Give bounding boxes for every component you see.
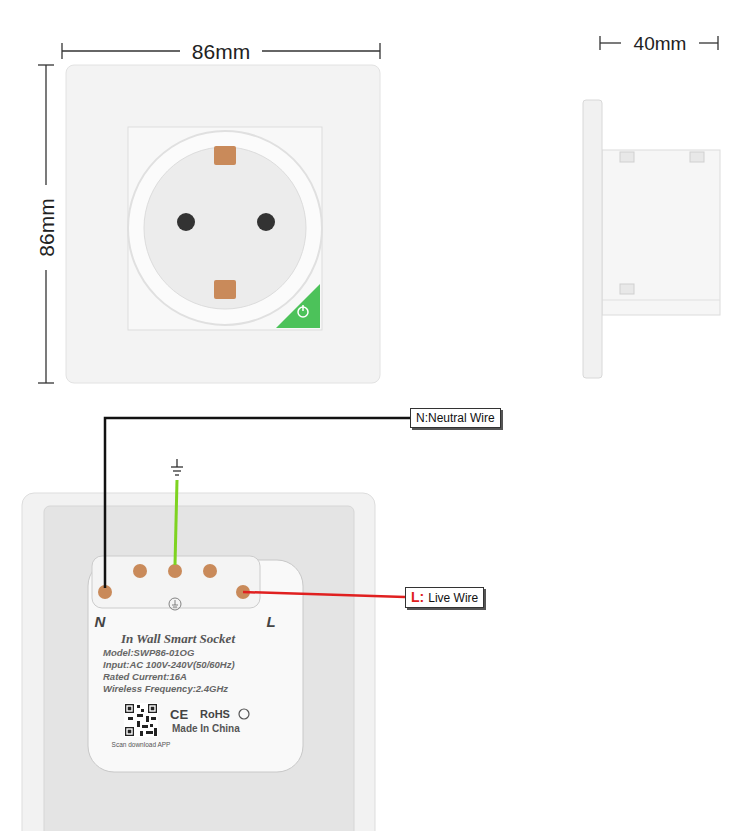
spec-line: Rated Current:16A	[103, 672, 187, 682]
spec-line: Wireless Frequency:2.4GHz	[103, 684, 228, 694]
origin-note: Made In China	[172, 724, 240, 734]
wire-callout: N:Neutral Wire	[410, 408, 501, 428]
wire-callout: L: Live Wire	[405, 587, 484, 608]
spec-line: Input:AC 100V-240V(50/60Hz)	[103, 660, 235, 670]
callout-text: Live Wire	[428, 591, 478, 605]
cert-mark: CE	[170, 708, 188, 721]
callout-text: L:	[411, 589, 424, 605]
front-view	[66, 65, 380, 383]
cert-mark: RoHS	[200, 709, 230, 720]
dimension-label: 86mm	[192, 41, 250, 62]
dimension-label: 86mm	[35, 198, 56, 256]
product-title: In Wall Smart Socket	[121, 632, 235, 645]
wires	[105, 418, 410, 597]
spec-line: Model:SWP86-01OG	[103, 648, 194, 658]
back-view	[22, 493, 375, 831]
terminal-label: L	[266, 614, 275, 629]
side-view	[583, 100, 720, 378]
qr-caption: Scan download APP	[112, 742, 171, 749]
terminal-label: N	[95, 614, 106, 629]
dimension-label: 40mm	[634, 34, 687, 53]
callout-text: N:Neutral Wire	[416, 411, 495, 425]
